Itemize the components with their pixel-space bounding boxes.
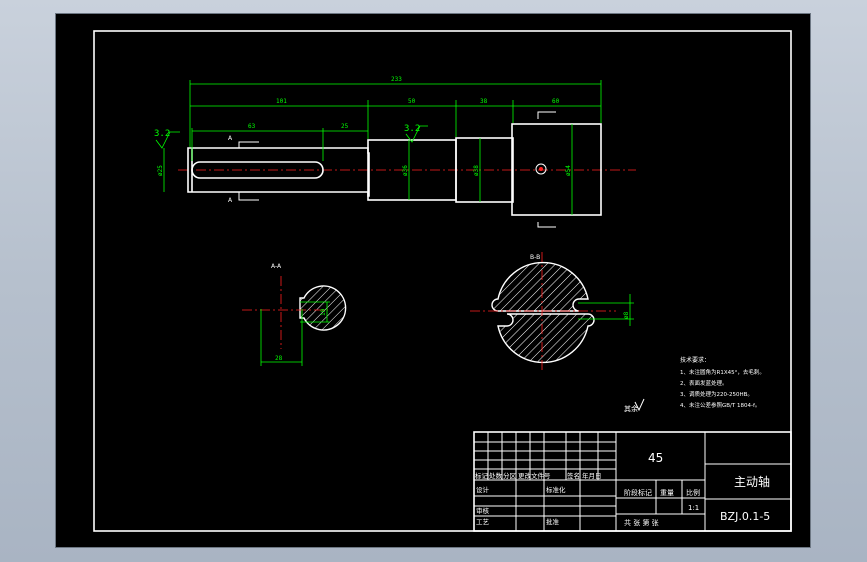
drawing-viewport[interactable]: 233 101 50 38 60 63 25 ø25 ø36 ø38 ø54 3… [55,13,811,548]
section-a-shape [299,285,347,331]
tb-standard-label: 标准化 [546,485,566,494]
tb-label-change: 更改文件号 [518,471,551,480]
section-a-arrow-top: A [228,135,259,148]
roughness-left: 3.2 [154,129,180,149]
dim-dia-right: ø54 [565,165,572,176]
shaft-main-view: 233 101 50 38 60 63 25 ø25 ø36 ø38 ø54 3… [154,76,636,228]
tech-note-1: 1、未注圆角为R1X45°，去毛刺。 [680,368,765,376]
tb-weight-label: 重量 [660,489,674,497]
keyway-slot [191,161,324,179]
svg-text:A: A [228,197,233,204]
dim-seg-mid: 50 [408,98,416,105]
cad-drawing: 233 101 50 38 60 63 25 ø25 ø36 ø38 ø54 3… [93,30,792,532]
svg-text:3.2: 3.2 [154,129,170,139]
svg-text:3.2: 3.2 [404,124,420,134]
tb-process-label: 工艺 [476,518,490,526]
tb-drawing-number: BZJ.0.1-5 [720,510,770,523]
shaft-left-section [187,147,370,197]
svg-text:其余: 其余 [624,404,638,413]
section-a-label: A-A [271,263,282,270]
tb-material: 45 [648,451,663,465]
tech-note-2: 2、表面发蓝处理。 [680,379,728,387]
general-roughness: 其余 [624,398,645,413]
section-b-lower [497,313,595,364]
dim-seg-right1: 38 [480,98,488,105]
tb-label-zone: 分区 [503,471,517,480]
dim-dia-mid: ø36 [402,165,409,176]
center-hole [535,163,547,175]
dim-dia-mid2: ø38 [473,165,480,176]
tb-sheet-text: 共 张 第 张 [624,518,659,527]
section-b-label: B-B [530,254,540,261]
dim-dia-left: ø25 [157,165,164,176]
dim-sec-a-depth: 10 [320,308,327,316]
tb-label-date: 年月日 [582,471,602,480]
section-b-upper [491,261,589,312]
tb-part-name: 主动轴 [734,474,770,489]
center-hole-mark [539,167,543,171]
section-b-arrow-top [537,111,556,228]
section-a-arrow-bottom: A [228,192,259,204]
dim-total: 233 [391,76,402,83]
tb-stage-label: 阶段标记 [624,488,652,497]
dim-sec-b-depth: ø8 [623,311,630,319]
tb-approve-label: 批准 [546,517,560,526]
tb-label-sign: 签名 [567,471,580,480]
tb-scale-label: 比例 [686,488,700,497]
tb-scale-value: 1:1 [688,504,699,512]
section-a-view: A-A 28 10 [242,263,347,366]
title-block: 标记 处数 分区 更改文件号 签名 年月日 设计 标准化 审核 工艺 批准 45… [473,431,792,532]
dim-seg-left: 101 [276,98,287,105]
shaft-right-section [511,123,602,216]
tb-label-mark: 标记 [475,471,489,480]
roughness-mid: 3.2 [404,124,428,143]
tech-notes: 技术要求： 1、未注圆角为R1X45°，去毛刺。 2、表面发蓝处理。 3、调质处… [680,356,765,409]
tb-design-label: 设计 [476,485,490,494]
dim-key-length: 63 [248,123,256,130]
dim-key-offset: 25 [341,123,349,130]
section-b-view: B-B ø8 [470,252,634,372]
svg-text:A: A [228,135,233,142]
tech-notes-heading: 技术要求： [680,356,710,364]
tb-label-count: 处数 [489,471,503,480]
tech-note-4: 4、未注公差参照GB/T 1804-f。 [680,401,760,409]
tech-note-3: 3、调质处理为220-250HB。 [680,390,753,398]
shaft-mid2-section [455,137,514,203]
tb-review-label: 审核 [476,506,490,515]
dim-seg-right2: 60 [552,98,560,105]
dim-sec-a-width: 28 [275,355,283,362]
drawing-border [93,30,792,532]
